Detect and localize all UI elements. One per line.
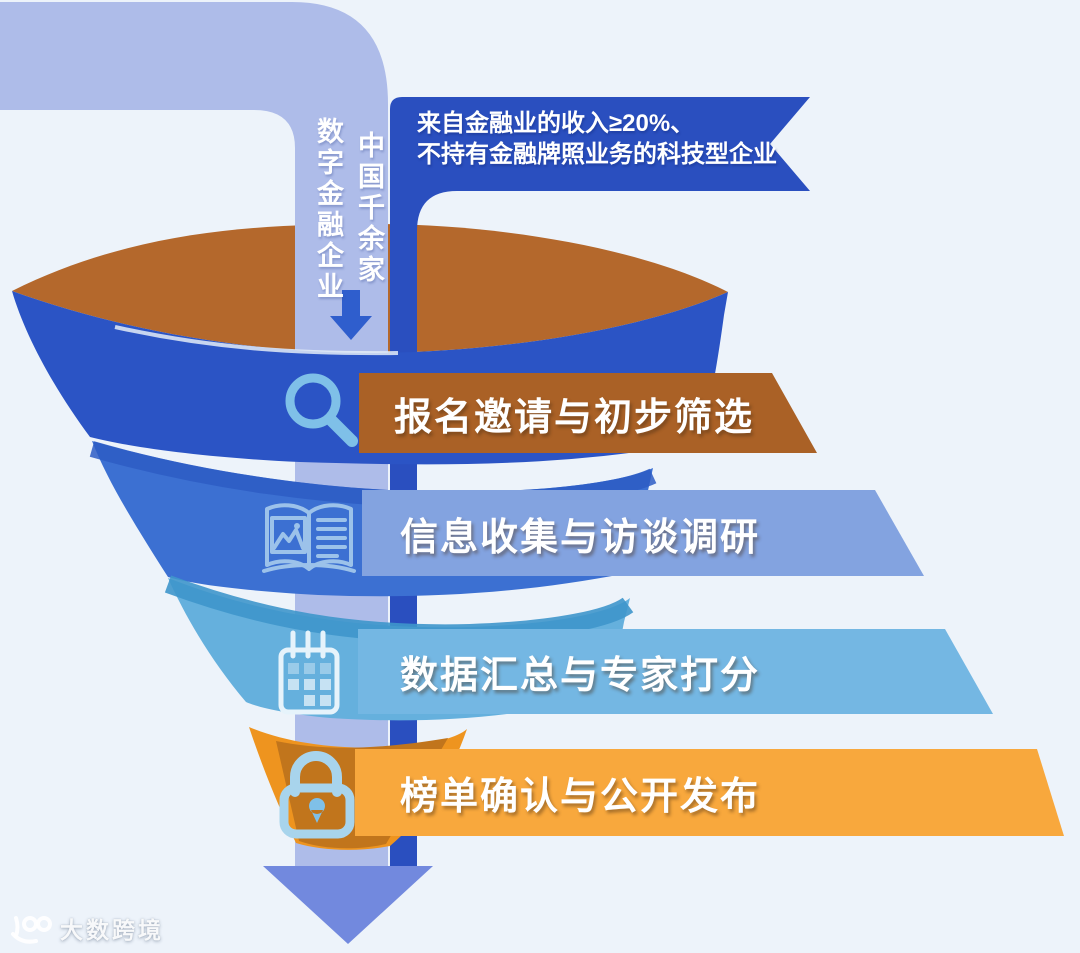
criteria-banner-shape (390, 97, 810, 866)
step-label-4: 榜单确认与公开发布 (400, 776, 761, 818)
source-label-col-2: 数字金融企业 (313, 117, 343, 303)
calendar-icon (278, 630, 340, 715)
source-label-col-1: 中国千余家 (354, 131, 384, 286)
funnel-rim-highlight (114, 325, 399, 356)
criteria-line-2: 不持有金融牌照业务的科技型企业 (417, 141, 777, 168)
step-label-2: 信息收集与访谈调研 (400, 516, 761, 559)
step-bar-4 (355, 749, 1064, 836)
step-label-1: 报名邀请与初步筛选 (394, 396, 755, 439)
watermark-100-logo-icon (11, 916, 52, 944)
step-bar-2 (362, 490, 924, 576)
step-bar-3 (358, 629, 993, 714)
criteria-banner-text: 来自金融业的收入≥20%、 不持有金融牌照业务的科技型企业 (417, 108, 777, 170)
step-label-3: 数据汇总与专家打分 (400, 655, 761, 697)
book-icon (262, 503, 356, 573)
criteria-line-1: 来自金融业的收入≥20%、 (417, 110, 695, 137)
step-bar-1 (359, 373, 817, 453)
lock-icon (279, 751, 355, 839)
pipe-down-arrow-icon (330, 290, 372, 340)
bottom-arrow (263, 866, 433, 944)
watermark: 大数跨境 (8, 910, 164, 946)
watermark-text: 大数跨境 (60, 917, 164, 943)
search-icon (285, 373, 358, 447)
